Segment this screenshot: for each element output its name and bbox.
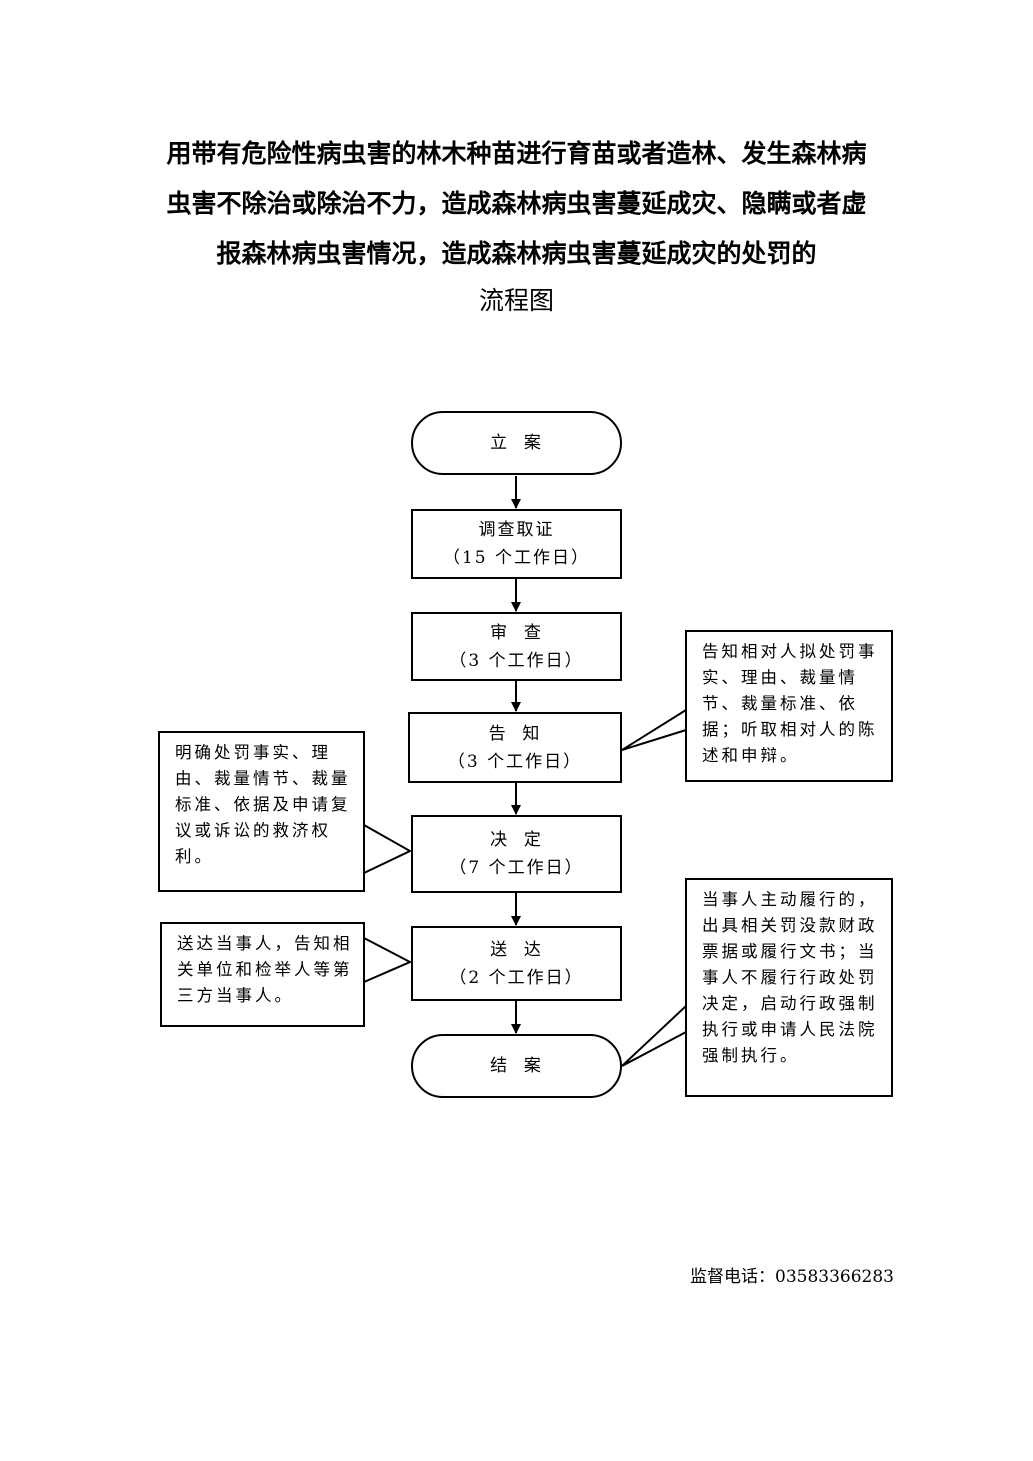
flow-investigate-label: 调查取证 (478, 520, 555, 540)
flow-review-node: 审 查 （3 个工作日） (411, 612, 622, 681)
flow-deliver-node: 送 达 （2 个工作日） (411, 926, 622, 1001)
flow-notify-duration: （3 个工作日） (447, 751, 583, 772)
flow-end-label: 结 案 (490, 1056, 543, 1076)
flow-review-duration: （3 个工作日） (449, 650, 584, 671)
title-line-1: 用带有危险性病虫害的林木种苗进行育苗或者造林、发生森林病 (166, 139, 867, 168)
flow-investigate-duration: （15 个工作日） (442, 548, 591, 568)
subtitle: 流程图 (478, 286, 554, 315)
deliver-note: 送达当事人，告知相关单位和检举人等第三方当事人。 (160, 922, 365, 1027)
flow-start-label: 立 案 (490, 433, 543, 453)
flow-deliver-label: 送 达 (490, 939, 543, 960)
supervision-phone: 监督电话：03583366283 (690, 1267, 894, 1287)
end-note: 当事人主动履行的，出具相关罚没款财政票据或履行文书；当事人不履行行政处罚决定，启… (685, 878, 893, 1097)
flow-notify-node: 告 知 （3 个工作日） (408, 712, 622, 783)
title-line-2: 虫害不除治或除治不力，造成森林病虫害蔓延成灾、隐瞒或者虚 (166, 189, 867, 218)
flow-investigate-node: 调查取证 （15 个工作日） (411, 509, 622, 579)
title-line-3: 报森林病虫害情况，造成森林病虫害蔓延成灾的处罚的 (216, 239, 817, 268)
flow-decide-label: 决 定 (490, 830, 543, 850)
notify-note: 告知相对人拟处罚事实、理由、裁量情节、裁量标准、依据；听取相对人的陈述和申辩。 (685, 630, 893, 782)
flow-notify-label: 告 知 (488, 723, 542, 744)
pointer-notify-note (621, 709, 687, 751)
decide-note: 明确处罚事实、理由、裁量情节、裁量标准、依据及申请复议或诉讼的救济权利。 (158, 731, 365, 892)
pointer-decide-note (363, 824, 413, 874)
pointer-end-note (621, 1005, 687, 1067)
pointer-deliver-note (363, 937, 413, 983)
flow-start-node: 立 案 (411, 411, 622, 475)
flow-decide-node: 决 定 （7 个工作日） (411, 815, 622, 893)
flow-decide-duration: （7 个工作日） (449, 858, 584, 878)
flow-review-label: 审 查 (490, 622, 543, 643)
flow-end-node: 结 案 (411, 1034, 622, 1098)
flow-deliver-duration: （2 个工作日） (449, 967, 584, 988)
